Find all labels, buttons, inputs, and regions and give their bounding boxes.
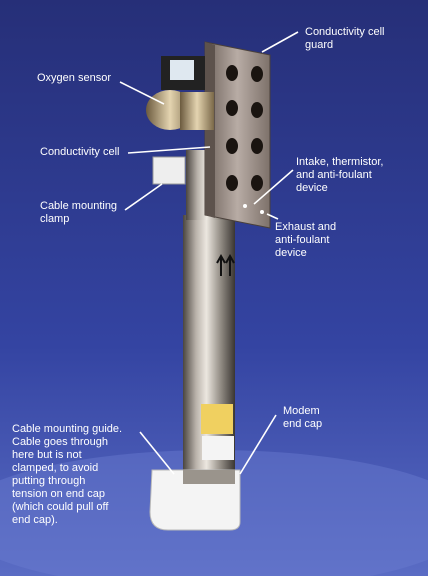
end-cap-base [183,470,235,484]
label-conductivity-cell: Conductivity cell [40,146,120,158]
pointer-dot [243,204,247,208]
label-oxygen-sensor: Oxygen sensor [37,72,111,84]
label-cable-guide: Cable mounting guide. Cable goes through… [12,423,123,526]
leader-line [119,81,165,105]
leader-line [261,31,299,53]
oxygen-sensor-housing [180,92,214,130]
label-exhaust-device: Exhaust and anti-foulant device [275,221,337,259]
leader-line [139,431,175,475]
pointer-dot [260,210,264,214]
label-conductivity-cell-guard: Conductivity cell guard [305,26,385,51]
label-cable-mounting-clamp: Cable mounting clamp [40,200,118,225]
leader-line [266,213,279,220]
warning-sticker [201,404,233,434]
arrow-icon [225,253,235,276]
leader-line [239,414,277,475]
leader-line [253,169,294,205]
guard-holes [226,65,263,191]
main-housing [183,215,235,515]
arrow-icon [216,253,226,276]
leader-line [124,183,163,211]
label-modem-end-cap: Modem end cap [283,405,323,430]
oxygen-sensor-label [170,60,194,80]
cable-clamp [152,156,186,185]
label-intake-device: Intake, thermistor, and anti-foulant dev… [296,156,384,194]
serial-sticker [202,436,234,460]
leader-line [127,146,211,154]
end-cap [149,469,241,531]
